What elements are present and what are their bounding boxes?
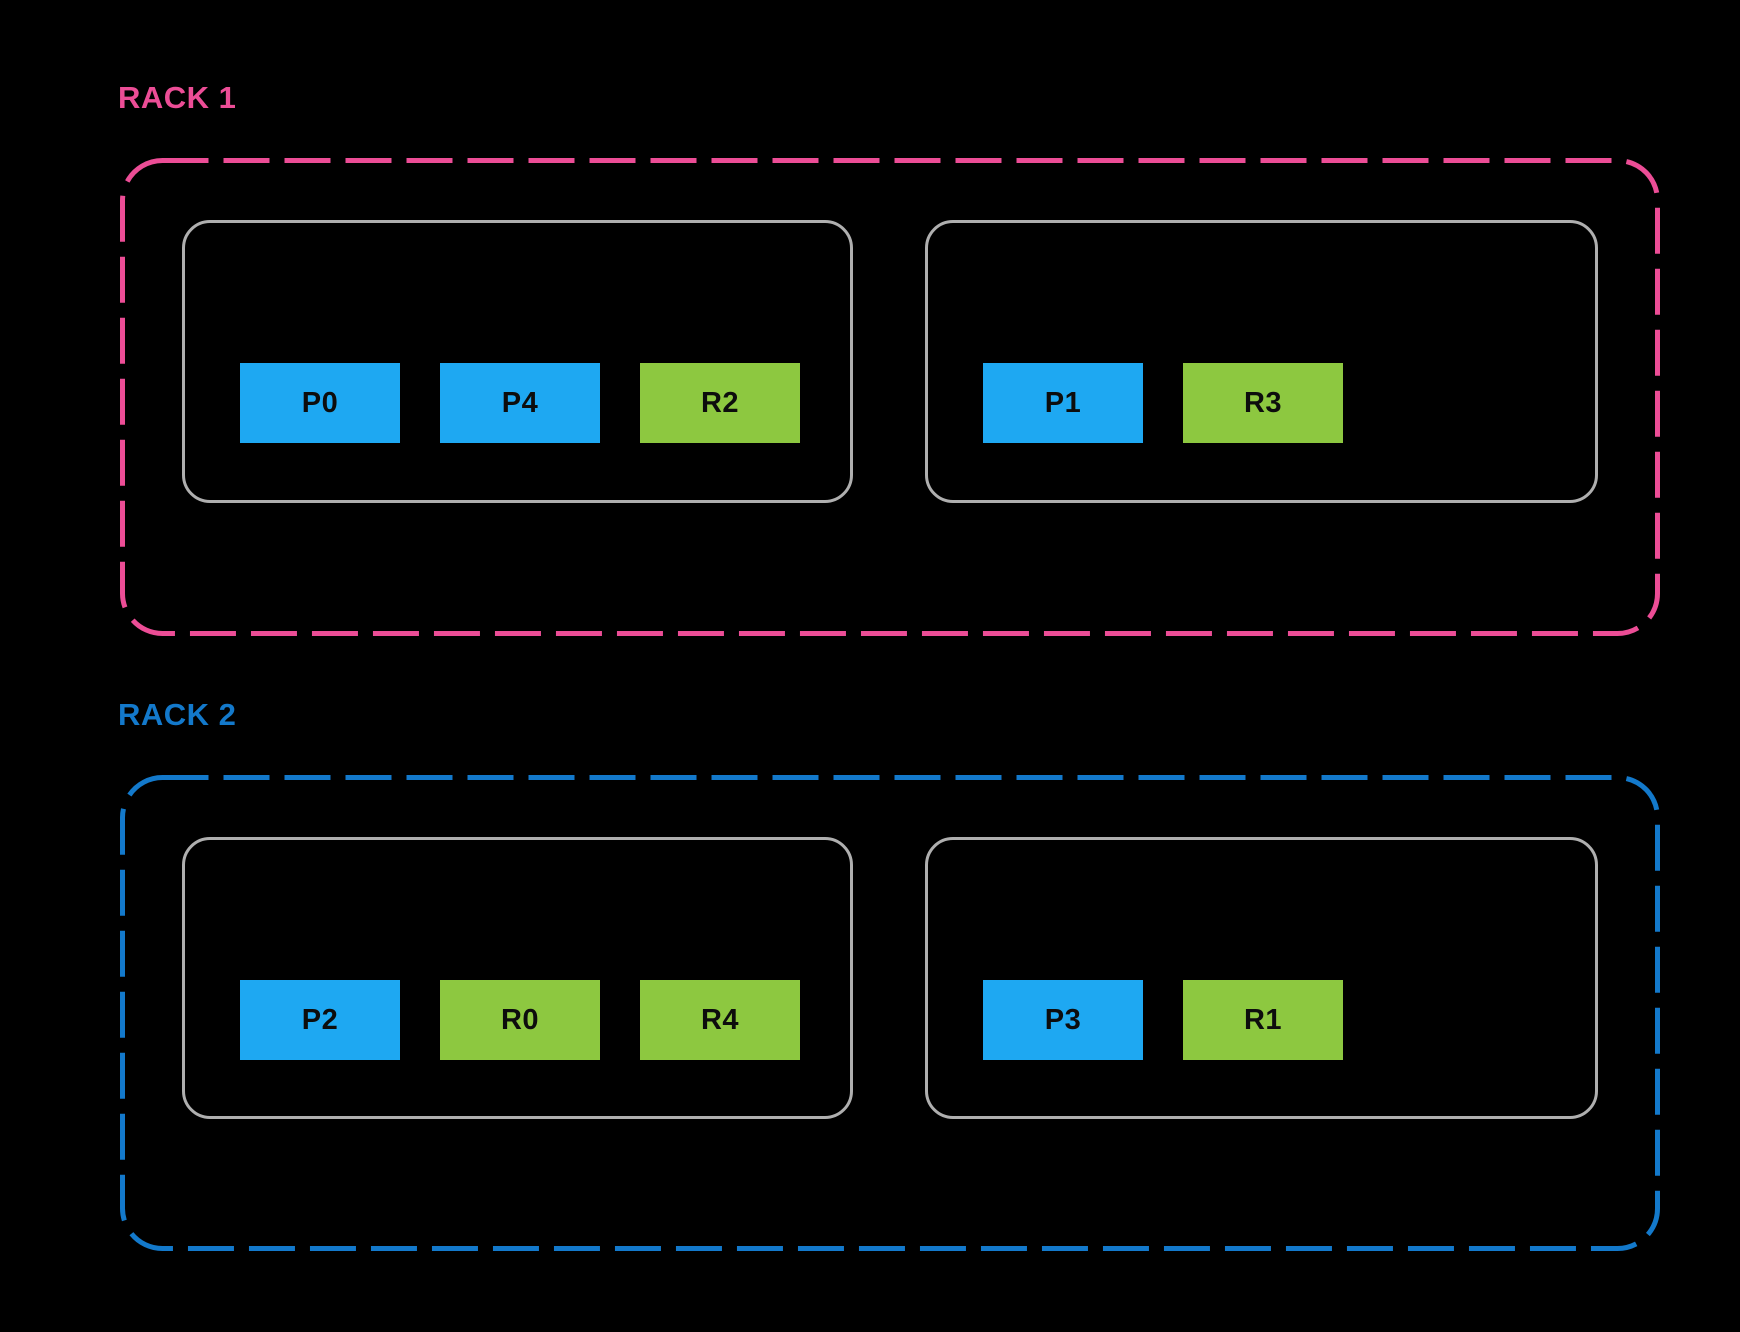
partition-chip-p2: P2 bbox=[240, 980, 400, 1060]
partition-chip-p4: P4 bbox=[440, 363, 600, 443]
partition-chip-r1: R1 bbox=[1183, 980, 1343, 1060]
rack1-label: RACK 1 bbox=[118, 80, 237, 115]
partition-chip-r2: R2 bbox=[640, 363, 800, 443]
rack1-node1-box: P0 P4 R2 bbox=[182, 220, 853, 503]
partition-chip-p0: P0 bbox=[240, 363, 400, 443]
partition-chip-r0: R0 bbox=[440, 980, 600, 1060]
rack1-node2-box: P1 R3 bbox=[925, 220, 1598, 503]
partition-chip-r4: R4 bbox=[640, 980, 800, 1060]
partition-chip-p1: P1 bbox=[983, 363, 1143, 443]
partition-chip-r3: R3 bbox=[1183, 363, 1343, 443]
partition-chip-p3: P3 bbox=[983, 980, 1143, 1060]
rack2-label: RACK 2 bbox=[118, 697, 237, 732]
rack2-node1-box: P2 R0 R4 bbox=[182, 837, 853, 1119]
rack2-node2-box: P3 R1 bbox=[925, 837, 1598, 1119]
